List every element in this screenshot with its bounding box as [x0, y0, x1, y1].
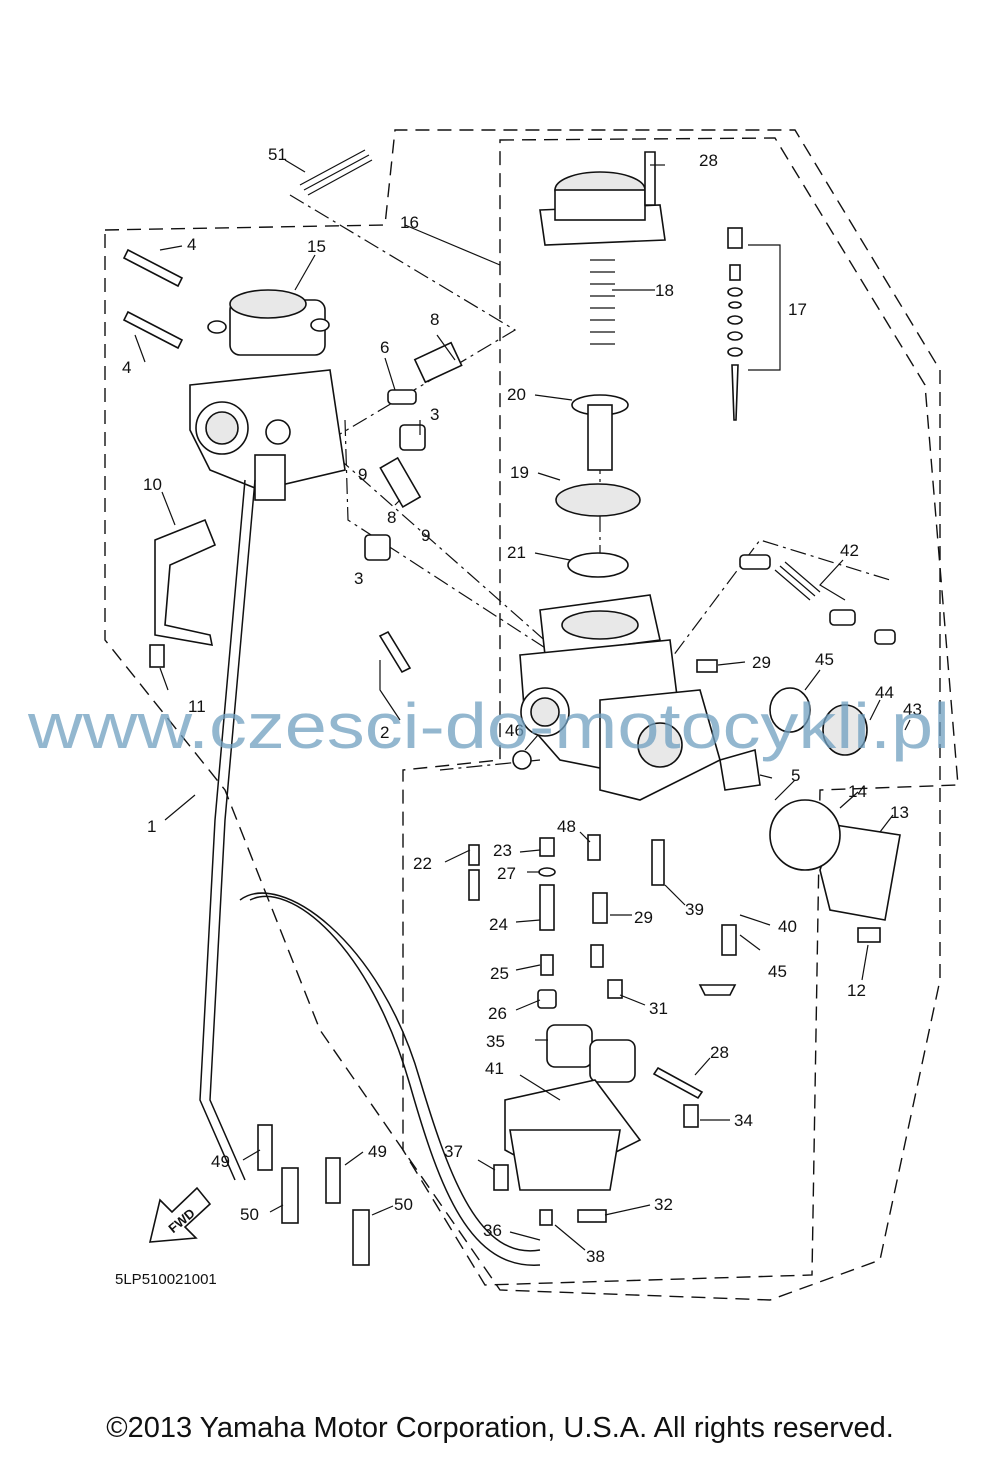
part-label-13: 13 [890, 803, 909, 822]
carburetor-right-body [519, 594, 721, 801]
part-label-25: 25 [490, 964, 509, 983]
carburetor-left-body [189, 289, 346, 501]
part-number-labels: 51 16 28 4 15 18 17 8 4 6 20 3 19 10 9 8… [122, 145, 922, 1266]
float-bowl-assembly [504, 1024, 704, 1226]
part-label-5: 5 [791, 766, 800, 785]
part-label-7: 8 [430, 310, 439, 329]
part-label-3a: 3 [430, 405, 439, 424]
part-label-34: 34 [734, 1111, 753, 1130]
part-label-36: 36 [483, 1221, 502, 1240]
part-label-4a: 4 [187, 235, 196, 254]
part-label-12: 12 [847, 981, 866, 1000]
part-label-9b: 9 [421, 526, 430, 545]
part-label-24: 24 [489, 915, 508, 934]
part-label-41: 41 [485, 1059, 504, 1078]
leader-lines [134, 159, 911, 1251]
part-label-43: 43 [903, 700, 922, 719]
part-label-1: 1 [147, 817, 156, 836]
part-label-40: 40 [778, 917, 797, 936]
part-label-44: 44 [875, 683, 894, 702]
throttle-cable [154, 479, 541, 1266]
part-label-9a: 9 [358, 465, 367, 484]
group-outlines [104, 129, 959, 1301]
part-label-15: 15 [307, 237, 326, 256]
part-label-3b: 3 [354, 569, 363, 588]
part-label-30: 28 [699, 151, 718, 170]
part-label-28: 28 [710, 1043, 729, 1062]
part-label-48: 48 [557, 817, 576, 836]
part-label-17: 17 [788, 300, 807, 319]
part-label-23: 23 [493, 841, 512, 860]
part-label-27: 27 [497, 864, 516, 883]
part-label-42: 42 [840, 541, 859, 560]
part-label-4b: 4 [122, 358, 131, 377]
part-label-14: 14 [848, 782, 867, 801]
fwd-arrow: FWD [148, 1186, 212, 1243]
part-label-31: 29 [752, 653, 771, 672]
part-label-6: 6 [380, 338, 389, 357]
part-label-20: 20 [507, 385, 526, 404]
jet-parts [468, 750, 737, 1009]
part-label-51: 51 [268, 145, 287, 164]
part-label-35: 35 [486, 1032, 505, 1051]
part-label-19: 19 [510, 463, 529, 482]
part-label-11: 11 [188, 697, 206, 716]
part-label-2: 2 [380, 723, 389, 742]
jet-needle-set [727, 227, 743, 421]
part-label-32: 32 [654, 1195, 673, 1214]
part-label-50a: 50 [240, 1205, 259, 1224]
copyright-notice: ©2013 Yamaha Motor Corporation, U.S.A. A… [106, 1412, 894, 1444]
bolts [122, 248, 881, 1223]
part-label-33: 31 [649, 999, 668, 1018]
part-label-8: 8 [387, 508, 396, 527]
part-label-46: 46 [505, 721, 524, 740]
part-label-21: 21 [507, 543, 526, 562]
drawing-code: 5LP510021001 [115, 1271, 217, 1288]
part-label-45: 45 [768, 962, 787, 981]
part-label-39: 39 [685, 900, 704, 919]
part-label-26: 26 [488, 1004, 507, 1023]
part-label-29: 29 [634, 908, 653, 927]
part-label-49b: 49 [368, 1142, 387, 1161]
part-label-22: 22 [413, 854, 432, 873]
side-cover-parts [719, 554, 901, 921]
part-label-47: 45 [815, 650, 834, 669]
part-label-16: 16 [400, 213, 419, 232]
part-label-38: 38 [586, 1247, 605, 1266]
top-cover-assembly [539, 151, 666, 578]
watermark-url: www.czesci-do-motocykli.pl [27, 690, 950, 762]
part-label-18: 18 [655, 281, 674, 300]
part-label-49a: 49 [211, 1152, 230, 1171]
part-label-37: 37 [444, 1142, 463, 1161]
part-label-10: 10 [143, 475, 162, 494]
part-label-50b: 50 [394, 1195, 413, 1214]
